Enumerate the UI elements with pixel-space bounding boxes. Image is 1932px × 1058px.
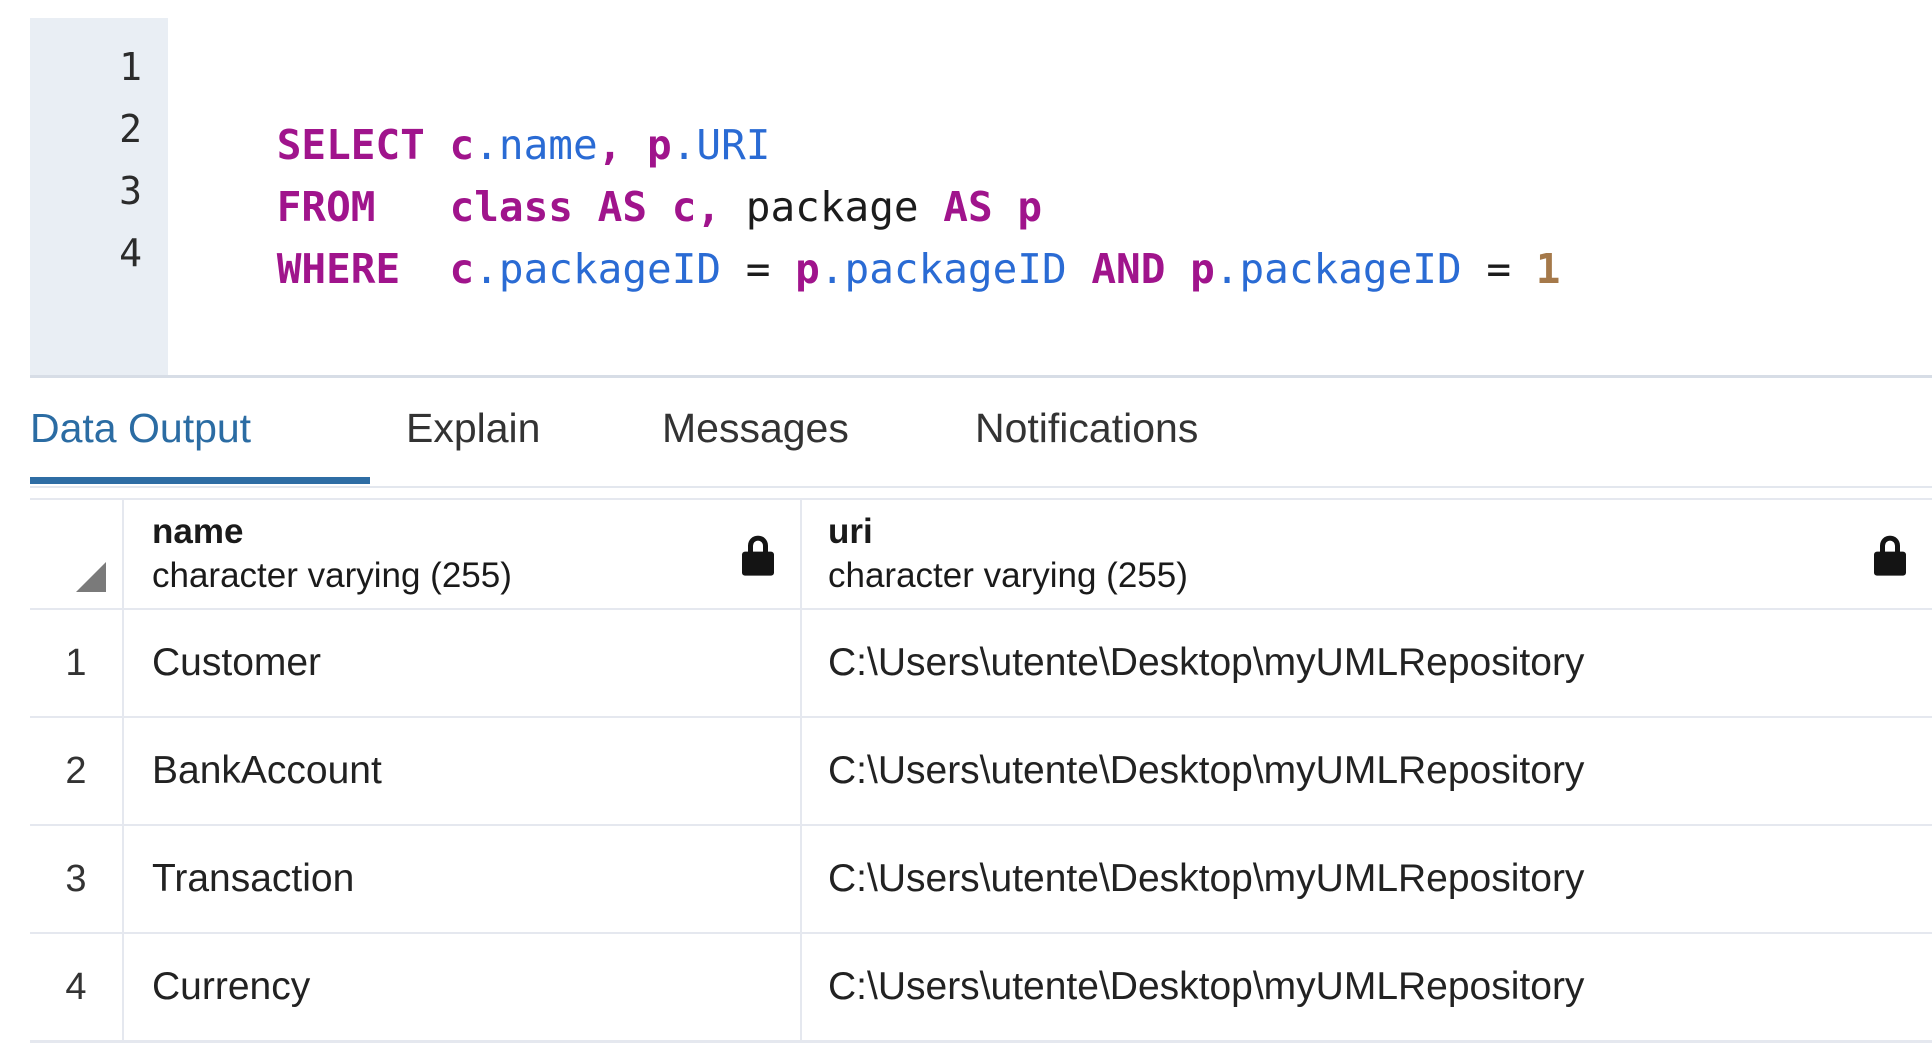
editor-line-number-gutter (30, 18, 168, 375)
table-row[interactable]: 2 BankAccount C:\Users\utente\Desktop\my… (30, 718, 1932, 826)
lock-icon (1874, 535, 1906, 576)
grid-header-row: name character varying (255) uri charact… (30, 498, 1932, 610)
sql-code-line-2[interactable]: FROM class AS c, package AS p (178, 90, 1042, 231)
row-number[interactable]: 4 (30, 934, 124, 1040)
sql-token-number: 1 (1535, 245, 1561, 293)
sql-token-column: .packageID (819, 245, 1067, 293)
sql-token-column: .URI (671, 121, 771, 169)
result-tabs: Data Output Explain Messages Notificatio… (0, 392, 1932, 490)
sql-token-operator: = (721, 245, 796, 293)
sql-token-keyword: WHERE (276, 245, 401, 293)
column-header-name-title: name (152, 512, 244, 552)
sql-token-alias: p (647, 121, 672, 169)
cell-name[interactable]: Currency (124, 934, 802, 1040)
column-header-uri-title: uri (828, 512, 873, 552)
table-row[interactable]: 3 Transaction C:\Users\utente\Desktop\my… (30, 826, 1932, 934)
sql-token-identifier: package (745, 183, 919, 231)
table-row[interactable]: 4 Currency C:\Users\utente\Desktop\myUML… (30, 934, 1932, 1042)
sql-token-column: .packageID (1214, 245, 1462, 293)
tab-data-output[interactable]: Data Output (30, 405, 252, 451)
sort-triangle-icon (76, 562, 106, 592)
tab-notifications[interactable]: Notifications (975, 405, 1199, 451)
sql-token-operator: = (1461, 245, 1536, 293)
row-number[interactable]: 1 (30, 610, 124, 716)
grid-corner-cell[interactable] (30, 500, 124, 608)
tabs-baseline-divider (30, 486, 1932, 488)
grid-bottom-divider (30, 1040, 1932, 1043)
tab-messages[interactable]: Messages (662, 405, 849, 451)
column-header-uri[interactable]: uri character varying (255) (802, 500, 1932, 608)
cell-uri[interactable]: C:\Users\utente\Desktop\myUMLRepository (828, 641, 1585, 684)
sql-token-comma: , (696, 183, 722, 231)
sql-token-column: .packageID (474, 245, 722, 293)
column-header-name-type: character varying (255) (152, 556, 512, 595)
cell-name[interactable]: BankAccount (124, 718, 802, 824)
active-tab-underline (30, 477, 370, 484)
sql-token-alias: c (449, 121, 475, 169)
sql-token-alias: p (795, 245, 820, 293)
row-number[interactable]: 3 (30, 826, 124, 932)
cell-uri[interactable]: C:\Users\utente\Desktop\myUMLRepository (828, 965, 1585, 1008)
editor-bottom-divider (30, 375, 1932, 378)
sql-code-line-1[interactable]: SELECT c.name, p.URI (178, 28, 771, 169)
sql-token-alias: p (1190, 245, 1215, 293)
sql-token-keyword: AS (943, 183, 993, 231)
sql-token-alias: c (449, 245, 475, 293)
cell-uri[interactable]: C:\Users\utente\Desktop\myUMLRepository (828, 857, 1585, 900)
sql-token-keyword: AS (597, 183, 648, 231)
data-output-grid[interactable]: name character varying (255) uri charact… (30, 498, 1932, 1043)
cell-name[interactable]: Transaction (124, 826, 802, 932)
sql-token-keyword: AND (1091, 245, 1166, 293)
line-number-4: 4 (119, 231, 142, 275)
sql-code-line-3[interactable]: WHERE c.packageID = p.packageID AND p.pa… (178, 152, 1561, 293)
sql-token-keyword: FROM (276, 183, 376, 231)
line-number-2: 2 (119, 107, 142, 151)
table-row[interactable]: 1 Customer C:\Users\utente\Desktop\myUML… (30, 610, 1932, 718)
column-header-uri-type: character varying (255) (828, 556, 1188, 595)
column-header-name[interactable]: name character varying (255) (124, 500, 802, 608)
cell-uri[interactable]: C:\Users\utente\Desktop\myUMLRepository (828, 749, 1585, 792)
sql-token-keyword: SELECT (276, 121, 425, 169)
row-number[interactable]: 2 (30, 718, 124, 824)
lock-icon (742, 535, 774, 576)
sql-token-alias: p (1017, 183, 1043, 231)
tab-explain[interactable]: Explain (406, 405, 541, 451)
sql-token-alias: c (671, 183, 697, 231)
sql-token-comma: , (597, 121, 623, 169)
sql-token-column: .name (474, 121, 598, 169)
sql-editor[interactable]: 1 2 3 4 SELECT c.name, p.URI FROM class … (0, 0, 1932, 378)
cell-name[interactable]: Customer (124, 610, 802, 716)
sql-token-space (1165, 245, 1190, 293)
line-number-1: 1 (119, 45, 142, 89)
sql-token-space (400, 245, 449, 293)
sql-token-keyword: class (449, 183, 573, 231)
sql-token-space (1067, 245, 1092, 293)
line-number-3: 3 (119, 169, 142, 213)
